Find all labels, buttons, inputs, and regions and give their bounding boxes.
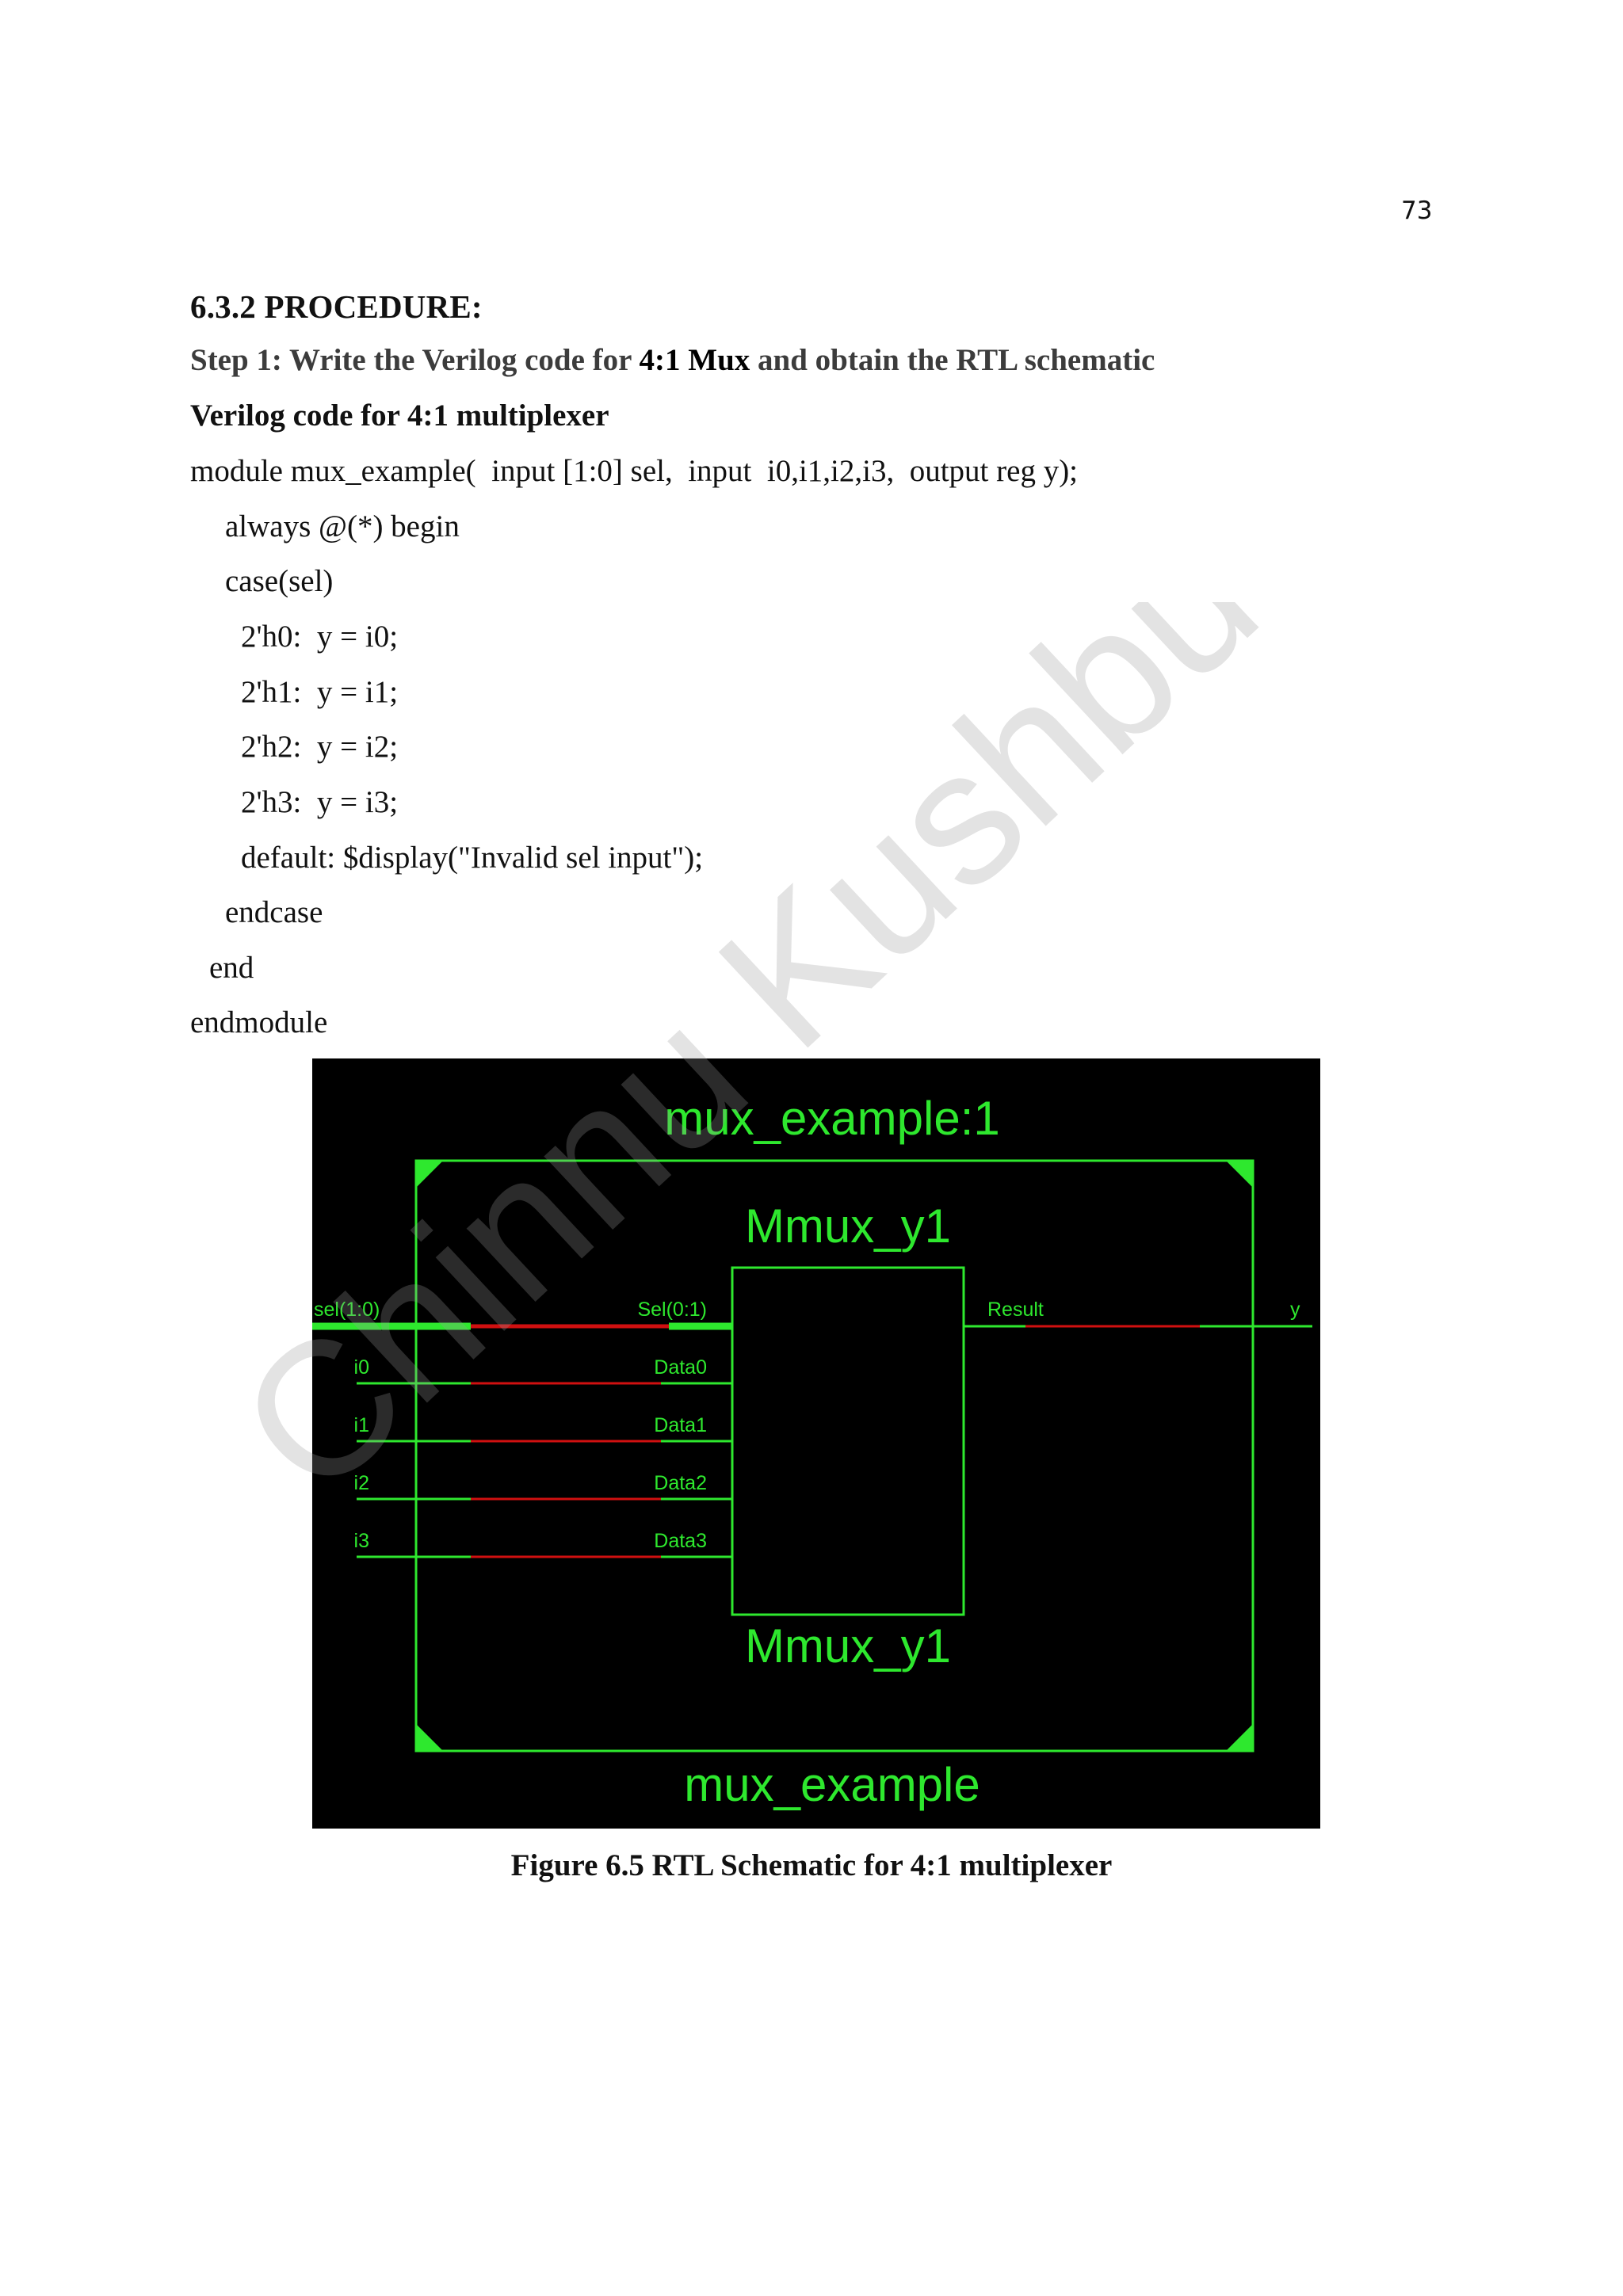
code-line-case-1: 2'h1: y = i1; <box>241 675 399 709</box>
step-prefix: Step 1: Write the Verilog code for <box>190 343 640 377</box>
data0-port-label: Data0 <box>654 1356 707 1379</box>
frame-corner-bottom-left <box>416 1724 443 1751</box>
code-line-endmodule: endmodule <box>190 1005 328 1039</box>
data1-port-label: Data1 <box>654 1414 707 1436</box>
data2-port-label: Data2 <box>654 1472 707 1494</box>
figure-caption: Figure 6.5 RTL Schematic for 4:1 multipl… <box>510 1848 1113 1882</box>
code-line-end: end <box>209 951 254 985</box>
schematic-drawing: mux_example:1 Mmux_y1 Mmux_y1 mux_exampl… <box>312 1092 1312 1811</box>
code-line-default: default: $display("Invalid sel input"); <box>241 841 704 875</box>
i3-input-label: i3 <box>354 1530 369 1552</box>
step-instruction: Step 1: Write the Verilog code for 4:1 M… <box>190 342 1155 378</box>
code-line-module: module mux_example( input [1:0] sel, inp… <box>190 454 1079 488</box>
sel-input-label: sel(1:0) <box>314 1299 380 1321</box>
code-line-case-2: 2'h2: y = i2; <box>241 730 399 764</box>
module-name-label: mux_example <box>684 1758 980 1811</box>
code-line-endcase: endcase <box>225 895 323 929</box>
section-heading: 6.3.2 PROCEDURE: <box>190 288 483 325</box>
mux-block <box>731 1266 965 1616</box>
block-bottom-label: Mmux_y1 <box>745 1619 951 1672</box>
module-frame <box>414 1159 1254 1753</box>
i1-input-label: i1 <box>354 1414 369 1436</box>
code-line-case-0: 2'h0: y = i0; <box>241 620 399 654</box>
code-line-always: always @(*) begin <box>225 509 460 543</box>
step-suffix: and obtain the RTL schematic <box>750 343 1155 377</box>
y-output-label: y <box>1290 1299 1300 1321</box>
page-number: 73 <box>1401 196 1433 225</box>
code-line-case-3: 2'h3: y = i3; <box>241 785 399 819</box>
rtl-schematic: mux_example:1 Mmux_y1 Mmux_y1 mux_exampl… <box>312 1058 1320 1829</box>
frame-corner-top-left <box>416 1161 443 1188</box>
code-title: Verilog code for 4:1 multiplexer <box>190 399 609 433</box>
sel-port-label: Sel(0:1) <box>637 1299 707 1321</box>
code-line-case: case(sel) <box>225 564 334 598</box>
frame-corner-bottom-right <box>1226 1724 1253 1751</box>
module-instance-label: mux_example:1 <box>664 1092 1000 1145</box>
data3-port-label: Data3 <box>654 1530 707 1552</box>
step-emphasis: 4:1 Mux <box>639 343 750 377</box>
block-top-label: Mmux_y1 <box>745 1199 951 1253</box>
result-port-label: Result <box>987 1299 1044 1321</box>
frame-corner-top-right <box>1226 1161 1253 1188</box>
i0-input-label: i0 <box>354 1356 369 1379</box>
i2-input-label: i2 <box>354 1472 369 1494</box>
